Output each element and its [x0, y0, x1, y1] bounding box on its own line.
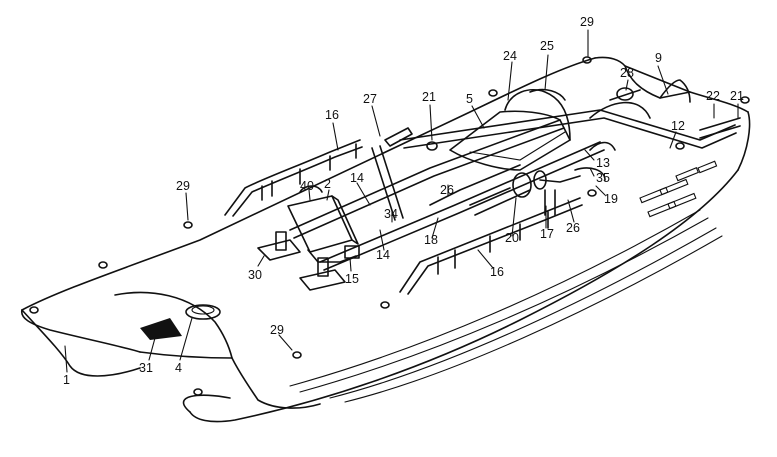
inspection-port: [185, 304, 221, 320]
numeral-13: 13: [596, 156, 610, 170]
numeral-28: 28: [620, 66, 634, 80]
numeral-1: 1: [63, 373, 70, 387]
numeral-34: 34: [384, 207, 398, 221]
numeral-17: 17: [540, 227, 554, 241]
numeral-40: 40: [300, 179, 314, 193]
rails: [224, 139, 583, 295]
numeral-29-port: 29: [176, 179, 190, 193]
seat: [449, 88, 571, 171]
numeral-25: 25: [540, 39, 554, 53]
numeral-27: 27: [363, 92, 377, 106]
numeral-26-mid: 26: [440, 183, 454, 197]
numeral-12: 12: [671, 119, 685, 133]
drive-mechanism: [429, 141, 616, 216]
numeral-35: 35: [596, 171, 610, 185]
bow-hatch: [140, 318, 182, 340]
numeral-4: 4: [175, 361, 182, 375]
side-slots: [639, 160, 718, 218]
numeral-29-stern: 29: [580, 15, 594, 29]
numeral-22: 22: [706, 89, 720, 103]
reference-numerals: 29 28 25 24 9 5 22 21 27 21 16 12 13 35 …: [63, 15, 744, 387]
numeral-31: 31: [139, 361, 153, 375]
numeral-18: 18: [424, 233, 438, 247]
numeral-9: 9: [655, 51, 662, 65]
numeral-14-lower: 14: [376, 248, 390, 262]
numeral-30: 30: [248, 268, 262, 282]
pedal-backrest: [287, 185, 359, 263]
numeral-16-port: 16: [325, 108, 339, 122]
numeral-2: 2: [324, 177, 331, 191]
numeral-21-mid: 21: [422, 90, 436, 104]
deck-cleats: [29, 56, 750, 396]
feet-mounts: [257, 231, 360, 291]
numeral-15: 15: [345, 272, 359, 286]
hull: [21, 56, 751, 423]
numeral-24: 24: [503, 49, 517, 63]
numeral-19: 19: [604, 192, 618, 206]
numeral-5: 5: [466, 92, 473, 106]
numeral-20: 20: [505, 231, 519, 245]
numeral-21-stern: 21: [730, 89, 744, 103]
numeral-16-stbd: 16: [490, 265, 504, 279]
numeral-14-upper: 14: [350, 171, 364, 185]
tiller-and-fittings: [371, 87, 741, 221]
leader-lines: [64, 29, 739, 373]
numeral-29-bow: 29: [270, 323, 284, 337]
numeral-26-right: 26: [566, 221, 580, 235]
